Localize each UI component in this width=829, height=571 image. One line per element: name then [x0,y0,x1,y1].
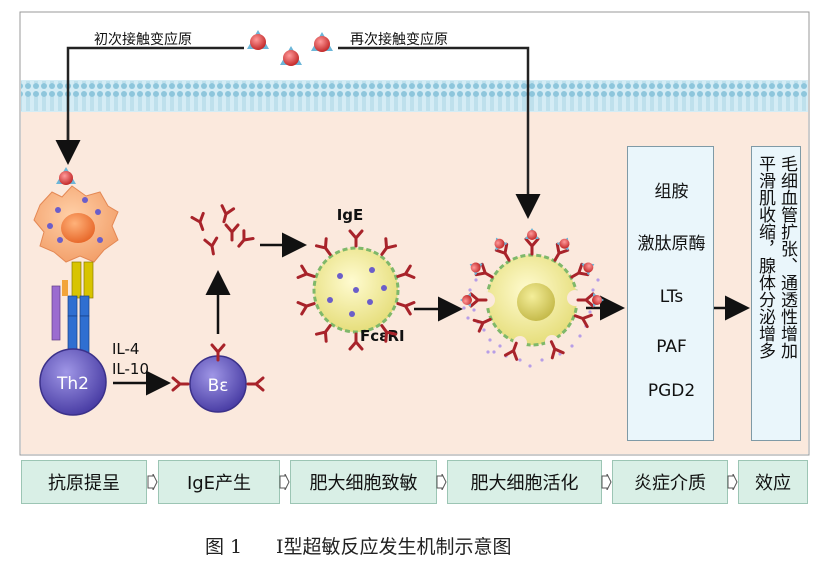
bound-allergen-antibody-icon [553,237,570,262]
effect-capillary: 毛细血管扩张、通透性增加 [777,155,797,359]
allergen-icon [280,46,302,66]
effect-smooth-muscle: 平滑肌收缩，腺体分泌增多 [755,155,775,359]
allergen-group-top [247,30,333,66]
stage-ige-production: IgE产生 [158,460,280,504]
antibody-icon [296,264,316,279]
antibody-icon [503,341,519,361]
antibody-icon [380,324,398,343]
second-contact-arrow-path [338,46,541,219]
mediator-item: PAF [656,337,687,357]
stage-arrow-icon [601,474,612,490]
stage-mast-cell-sensitization: 肥大细胞致敏 [290,460,437,504]
stage-mast-cell-activation: 肥大细胞活化 [447,460,602,504]
antibody-icon [190,211,205,232]
stage-arrow-icon [147,474,158,490]
stage-arrow-icon [727,474,738,490]
th2-cell: Th2 [39,348,107,416]
mediators-box: 组胺 激肽原酶 LTs PAF PGD2 [627,146,714,441]
antibody-icon [549,340,565,360]
ige-label: IgE [337,206,364,224]
mediator-item: PGD2 [647,381,696,401]
antibody-icon [348,229,364,248]
antibody-icon [573,313,593,329]
bound-allergen-antibody-icon [460,292,488,308]
allergen-icon [247,30,269,50]
first-contact-arrow-path [66,46,244,155]
antibody-icon [348,332,364,351]
stage-antigen-presentation: 抗原提呈 [21,460,147,504]
antibody-icon [237,229,255,248]
il4-label: IL-4 [112,340,139,358]
antibody-icon [314,237,332,256]
antibody-icon [210,343,226,362]
antibody-layer [171,204,604,392]
bound-allergen-antibody-icon [494,237,511,262]
il10-label: IL-10 [112,360,149,378]
antibody-icon [220,204,236,224]
bound-allergen-antibody-icon [469,262,494,279]
antibody-icon [224,223,240,242]
second-contact-label: 再次接触变应原 [350,31,448,48]
cell-membrane-lipids [21,81,808,111]
antibody-icon [203,236,219,256]
stage-arrow-icon [436,474,447,490]
first-contact-label: 初次接触变应原 [94,31,192,48]
stage-inflammatory-mediators: 炎症介质 [612,460,728,504]
antibody-icon [171,376,190,392]
effects-box: 平滑肌收缩，腺体分泌增多 毛细血管扩张、通透性增加 [751,146,801,441]
figure-number: 图 1 [205,536,243,558]
b-cell: Bε [189,355,247,413]
antibody-icon [246,376,265,392]
bound-allergen-antibody-icon [576,292,604,308]
allergen-icon [311,32,333,52]
antibody-icon [472,317,492,333]
antibody-icon [396,264,416,279]
mediator-item: LTs [659,287,684,307]
antibody-icon [296,301,316,316]
stage-effect: 效应 [738,460,808,504]
mhc-tcr-complex [51,261,94,355]
b-cell-label: Bε [208,376,229,396]
mediator-item: 激肽原酶 [637,234,706,254]
bound-allergen-antibody-icon [570,262,595,279]
antibody-icon [396,301,416,316]
figure-title: Ⅰ型超敏反应发生机制示意图 [276,536,512,558]
antigen-presenting-cell [33,167,119,263]
mediator-item: 组胺 [654,182,689,202]
sensitized-mast-cell [312,246,400,334]
stage-arrow-icon [279,474,290,490]
allergen-icon [56,167,76,185]
th2-label: Th2 [56,374,89,394]
receptor-label: FcεRⅠ [360,327,405,345]
antibody-icon [380,237,398,256]
antibody-icon [314,324,332,343]
bound-allergen-antibody-icon [524,228,540,256]
